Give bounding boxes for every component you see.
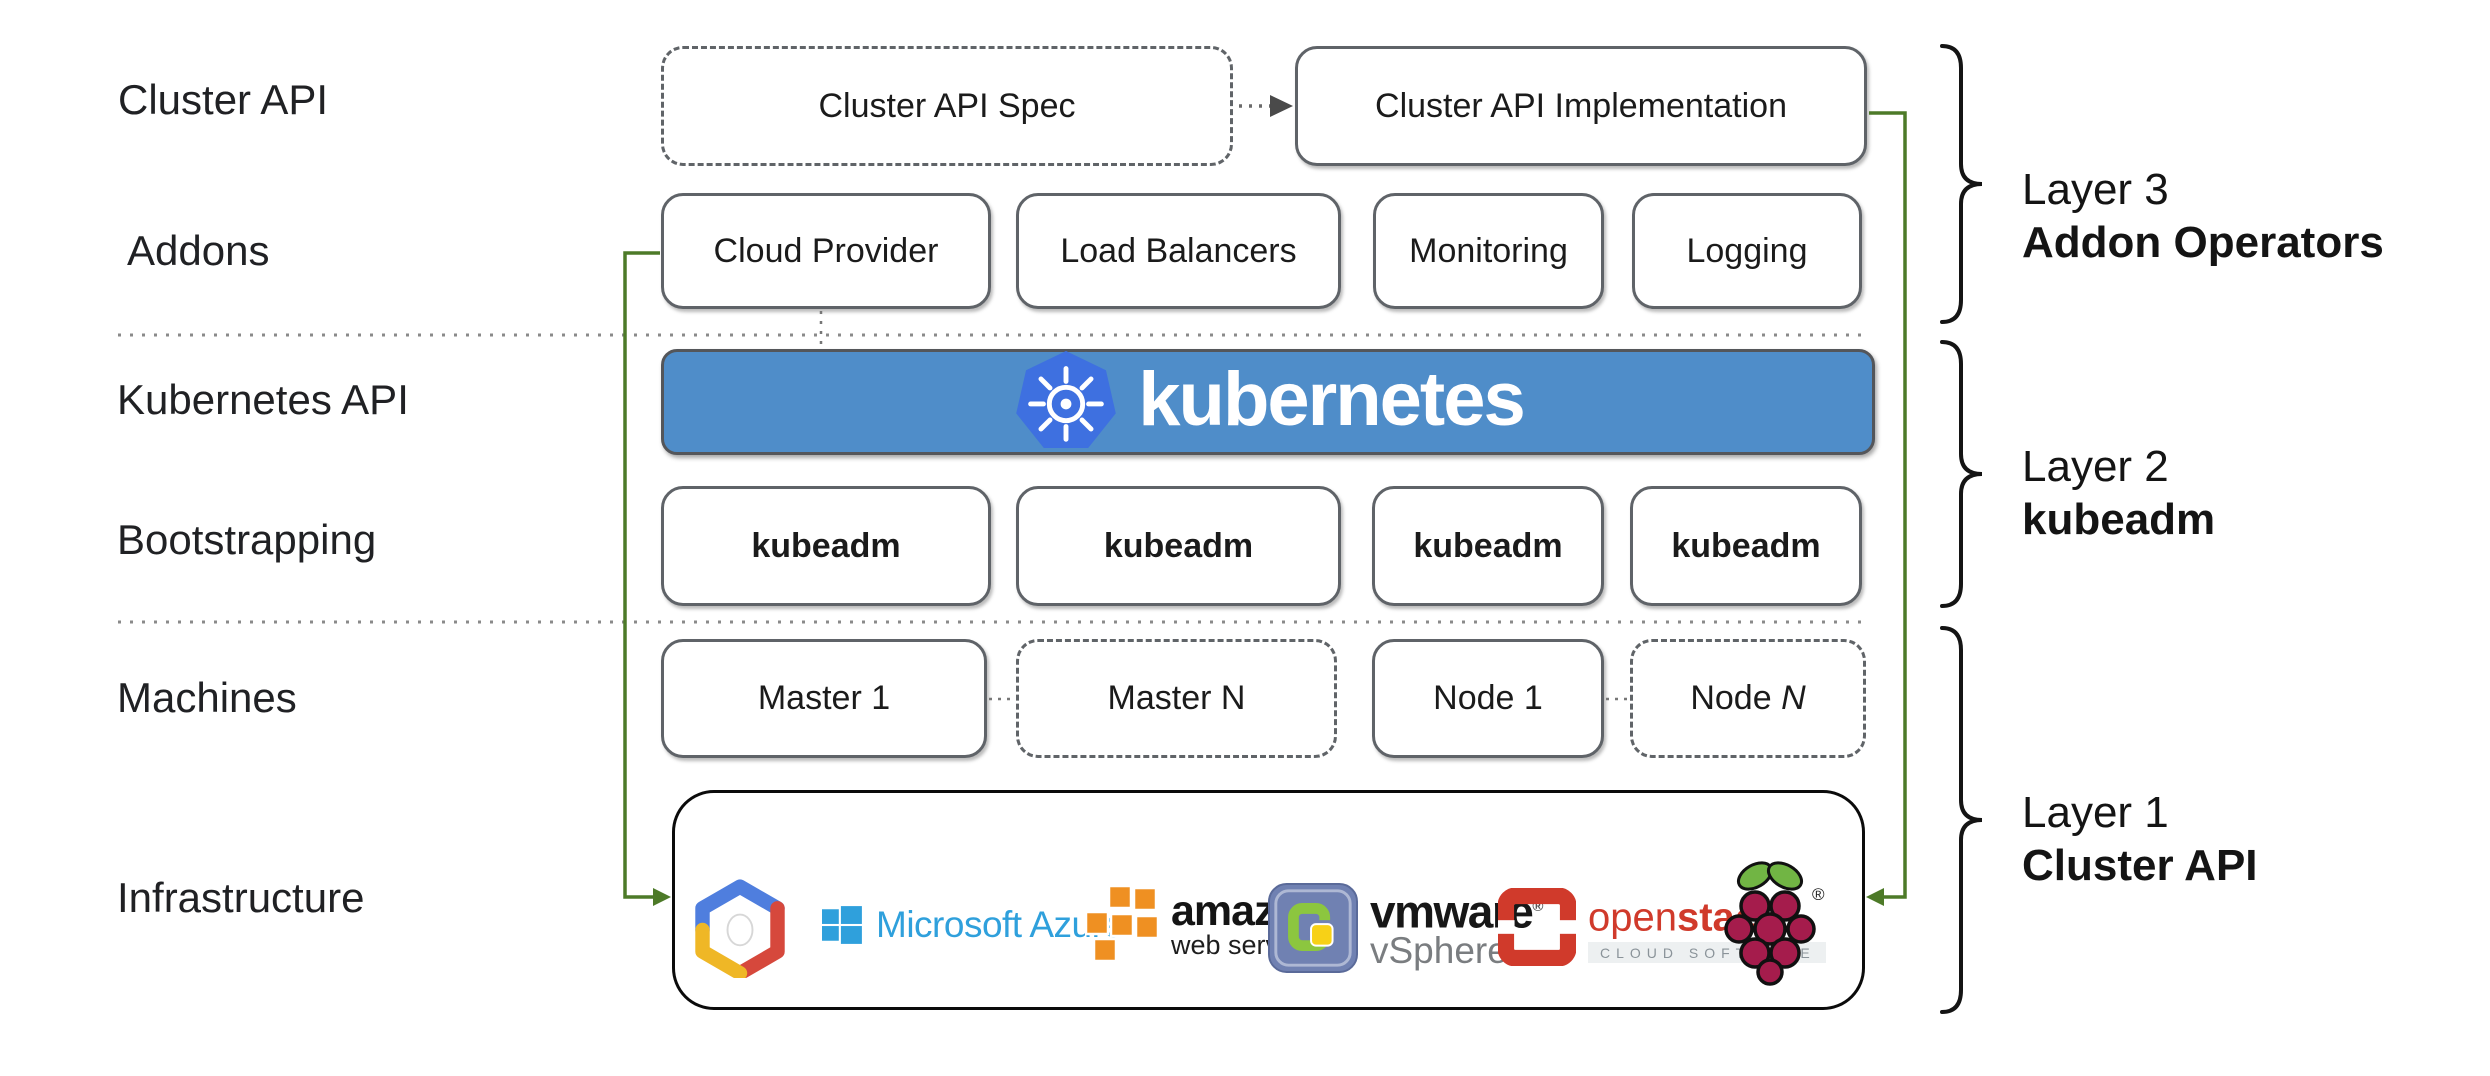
row-label-bootstrapping: Bootstrapping [117,516,377,563]
layer-3-subtitle: Addon Operators [2022,218,2384,267]
cluster-api-spec-label: Cluster API Spec [818,86,1076,125]
microsoft-window-icon [822,906,862,944]
kubeadm-label: kubeadm [1671,526,1821,565]
node-1-label: Node 1 [1433,679,1543,717]
box-load-balancers: Load Balancers [1016,193,1341,309]
implementation-to-infrastructure-line [1869,111,1907,899]
microsoft-azure-logo: Microsoft Azure [822,904,1124,946]
layer-2-title: Layer 2 [2022,442,2169,491]
node-n-label: Node N [1690,679,1806,717]
layer-1-subtitle: Cluster API [2022,841,2258,890]
svg-text:®: ® [1812,885,1825,904]
box-kubeadm-1: kubeadm [661,486,991,606]
box-cluster-api-implementation: Cluster API Implementation [1295,46,1867,166]
kubernetes-banner: kubernetes [661,349,1875,455]
google-cloud-hexagon-icon [695,879,785,978]
box-cluster-api-spec: Cluster API Spec [661,46,1233,166]
row-label-cluster-api: Cluster API [118,76,329,123]
layer-2-label: Layer 2 kubeadm [2022,440,2215,546]
box-node-n: Node N [1630,639,1866,758]
box-kubeadm-2: kubeadm [1016,486,1341,606]
row-label-machines: Machines [117,674,297,721]
load-balancers-label: Load Balancers [1060,231,1297,270]
box-node-1: Node 1 [1372,639,1604,758]
row-label-kubernetes-api: Kubernetes API [117,376,409,423]
vsphere-wordmark: vSphere [1370,930,1508,972]
layer-2-bracket [1940,340,1983,608]
row-label-infrastructure: Infrastructure [117,874,365,921]
layer-3-title: Layer 3 [2022,165,2169,214]
cluster-api-implementation-label: Cluster API Implementation [1375,86,1787,125]
aws-boxes-icon [1085,886,1160,963]
raspberry-pi-logo: ® [1722,855,1826,995]
layer-1-title: Layer 1 [2022,788,2169,837]
kubeadm-label: kubeadm [1103,526,1254,565]
master-1-label: Master 1 [757,679,891,717]
azure-wordmark: Microsoft Azure [876,904,1124,945]
kubeadm-label: kubeadm [1413,526,1563,565]
box-kubeadm-4: kubeadm [1630,486,1862,606]
spec-to-implementation-arrowhead [1270,95,1293,117]
cloud-provider-to-infrastructure-line [623,251,660,899]
box-master-1: Master 1 [661,639,987,758]
kubeadm-label: kubeadm [751,526,901,565]
box-kubeadm-3: kubeadm [1372,486,1604,606]
layer-1-bracket [1940,626,1983,1014]
box-logging: Logging [1632,193,1862,309]
monitoring-label: Monitoring [1409,231,1568,270]
raspberry-pi-icon: ® [1724,861,1825,986]
box-master-n: Master N [1016,639,1337,758]
openstack-icon [1498,888,1576,966]
box-cloud-provider: Cloud Provider [661,193,991,309]
logging-label: Logging [1686,231,1808,270]
layer-2-subtitle: kubeadm [2022,495,2216,544]
vsphere-puzzle-icon [1268,883,1358,973]
google-cloud-logo [690,878,790,978]
layer-3-bracket [1940,44,1983,324]
master-n-label: Master N [1107,679,1246,717]
box-monitoring: Monitoring [1373,193,1604,309]
layer-3-label: Layer 3 Addon Operators [2022,163,2384,269]
layer-1-label: Layer 1 Cluster API [2022,786,2258,892]
row-label-addons: Addons [127,227,270,274]
kubernetes-wordmark: kubernetes [1138,356,1525,442]
implementation-to-infrastructure-arrowhead [1866,888,1884,906]
cloud-provider-to-infrastructure-arrowhead [653,888,671,906]
kubernetes-logo-icon [1016,350,1117,449]
cloud-provider-label: Cloud Provider [713,231,939,270]
